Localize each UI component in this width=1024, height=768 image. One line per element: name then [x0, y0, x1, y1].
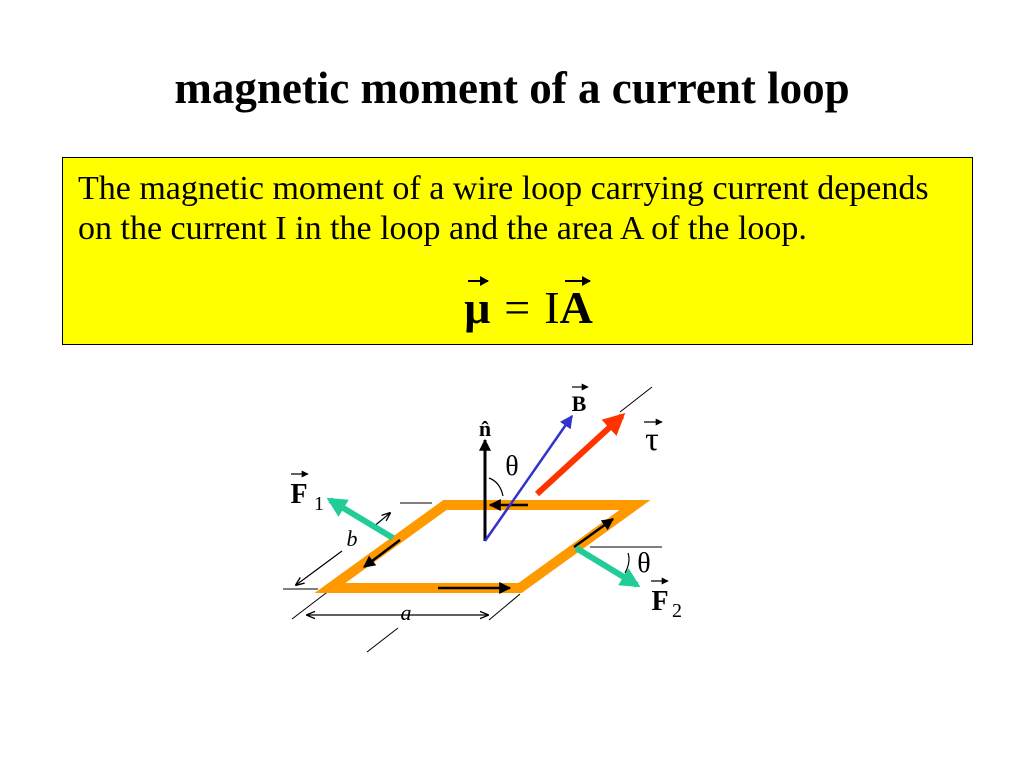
extension-line — [488, 593, 521, 621]
force-1-subscript: 1 — [314, 493, 324, 515]
side-b-label: b — [347, 526, 358, 551]
force-2-label: F — [651, 586, 668, 617]
current-loop — [314, 500, 651, 593]
torque-vector — [534, 413, 626, 497]
extension-line — [366, 627, 399, 653]
angle-label-top: θ — [505, 451, 518, 482]
current-direction-left-arrow — [363, 539, 401, 568]
force-1-vector — [326, 497, 395, 541]
force-2-subscript: 2 — [672, 600, 682, 622]
magnetic-field-label: B — [572, 391, 587, 416]
current-direction-right-arrow — [573, 517, 614, 549]
angle-arc-right — [624, 552, 630, 574]
magnetic-field-vector — [483, 414, 574, 542]
formula-area-vector: A — [560, 276, 593, 338]
extension-line — [291, 589, 331, 620]
formula-moment-vector: μ — [464, 276, 490, 338]
torque-label: τ — [645, 421, 659, 458]
current-loop-diagram: n̂ B θ τ F 1 b θ F 2 a — [283, 383, 682, 653]
side-a-label: a — [401, 600, 412, 625]
slide-title: magnetic moment of a current loop — [174, 63, 850, 113]
formula-current: I — [544, 282, 560, 333]
angle-label-right: θ — [637, 548, 650, 579]
definition-box: The magnetic moment of a wire loop carry… — [62, 157, 973, 345]
dimension-b-arrow — [296, 550, 343, 585]
magnetic-moment-formula: μ = IA — [63, 276, 972, 338]
extension-line — [619, 386, 653, 413]
angle-arc-top — [488, 477, 504, 497]
normal-vector-label: n̂ — [479, 416, 491, 441]
force-2-vector — [574, 545, 641, 588]
definition-text: The magnetic moment of a wire loop carry… — [78, 170, 929, 247]
force-1-label: F — [290, 479, 307, 510]
formula-equals: = — [504, 282, 531, 333]
